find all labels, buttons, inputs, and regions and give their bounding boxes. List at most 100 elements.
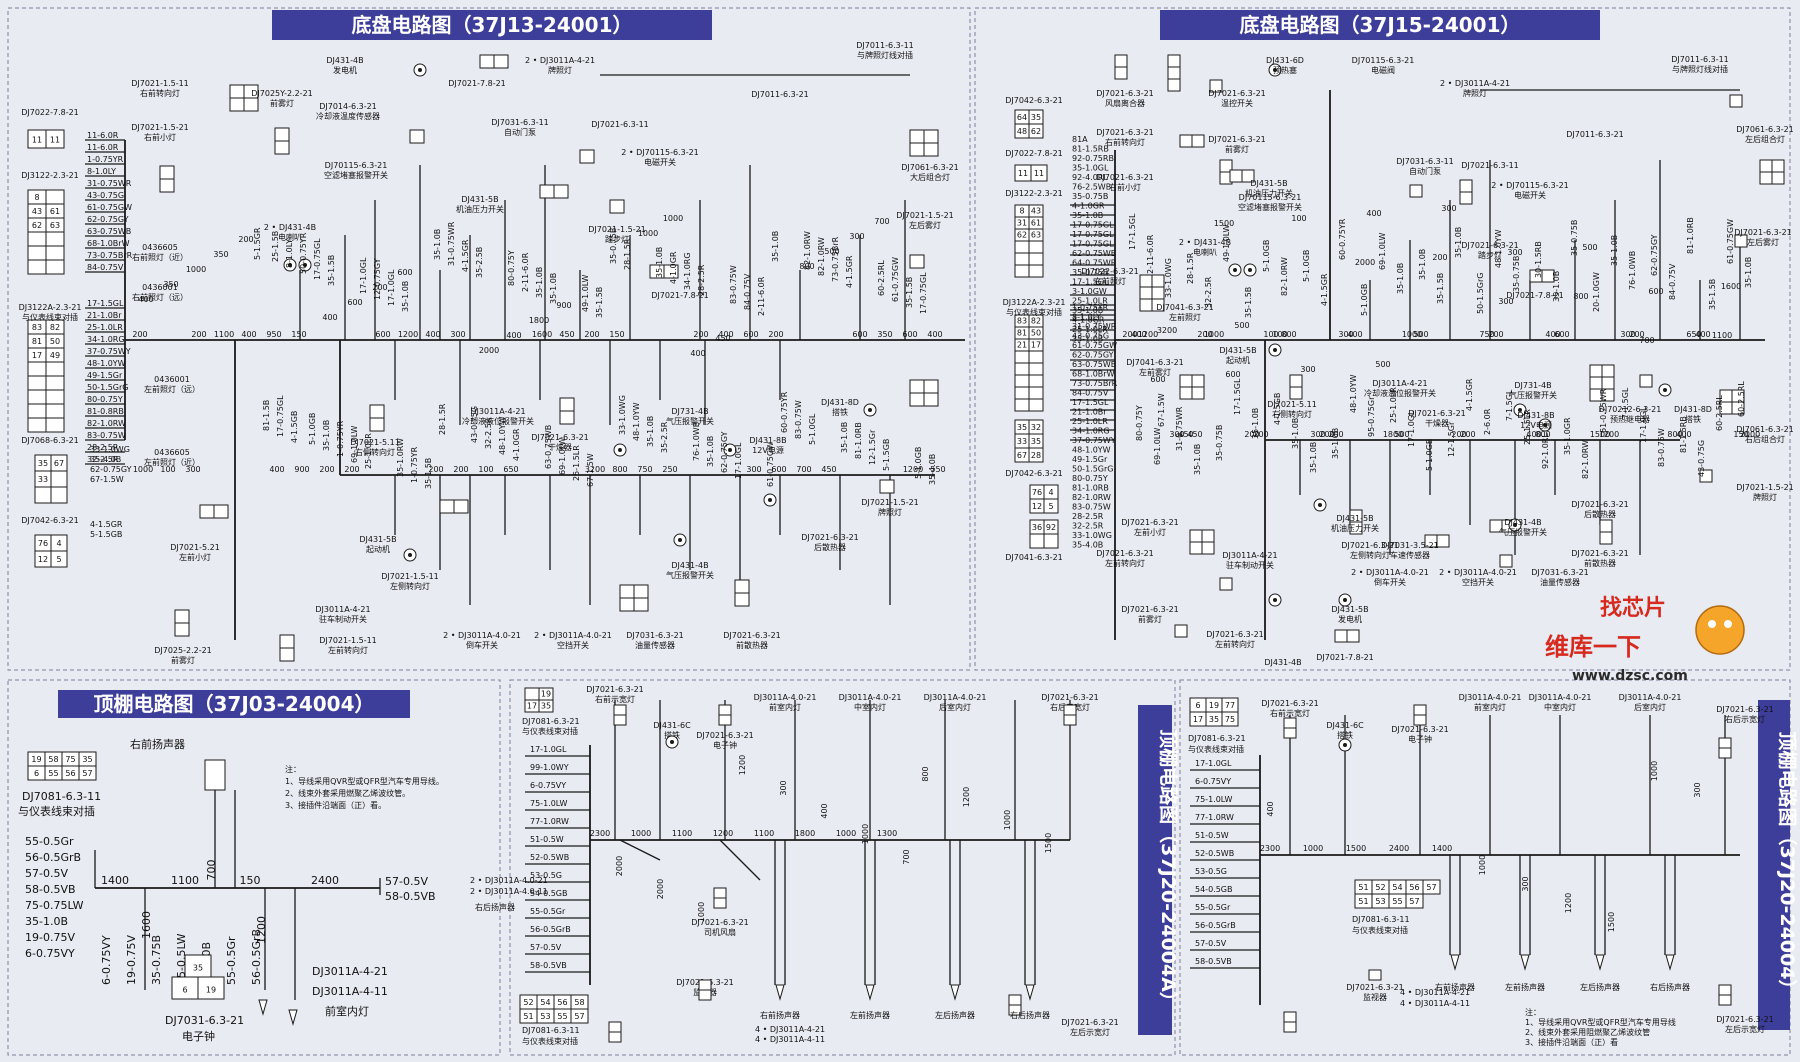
component-code: DJ7021-6.3-21	[1571, 500, 1629, 509]
wire-label: 54-0.5GB	[530, 889, 567, 898]
length-label: 3200	[585, 465, 605, 474]
pin-number: 6	[182, 985, 187, 994]
connector-pin	[199, 504, 215, 519]
wire-label: 52-0.5WB	[530, 853, 569, 862]
component-code: 4 • DJ3011A-4-21	[755, 1025, 825, 1034]
component-caption: 电磁开关	[1514, 190, 1546, 200]
speaker-icon	[1520, 954, 1530, 971]
speaker-icon	[1025, 984, 1035, 1001]
length-label: 250	[662, 465, 677, 474]
mascot-icon	[1695, 605, 1745, 655]
wire-label: 32-2.5R	[87, 455, 119, 464]
length-label: 600	[771, 465, 786, 474]
length-label: 700	[796, 465, 811, 474]
component-caption: 左侧转向灯	[390, 581, 430, 591]
connector	[1409, 184, 1423, 198]
lamp-core-icon	[670, 740, 674, 744]
component-code: DJ7021-6.3-21	[1341, 541, 1399, 550]
length-label: 1000	[1478, 855, 1487, 875]
connector-pin	[1283, 1021, 1297, 1033]
connector	[1718, 984, 1732, 1006]
wire-label: 67-1.5W	[586, 453, 595, 487]
connector-pin	[1283, 1011, 1297, 1023]
pin-number: 92	[1046, 523, 1056, 532]
connector-pin	[609, 199, 625, 214]
length-label: 200	[768, 330, 783, 339]
connector-pin	[1063, 704, 1077, 716]
wire-label: 5-1.0GB	[914, 447, 923, 479]
length-label: 200	[1328, 430, 1343, 439]
connector-pin	[1167, 78, 1181, 92]
wire-label: 35-1.5B	[1244, 287, 1253, 318]
length-label: 300	[1300, 365, 1315, 374]
connector-pin	[27, 417, 47, 433]
wire-label: 53-0.5G	[530, 871, 562, 880]
wire-label: 35-4.0B	[90, 455, 121, 464]
connector	[1529, 269, 1555, 283]
connector-pin	[1718, 737, 1732, 749]
component-caption: 温控开关	[1221, 98, 1253, 108]
wire-label: 8-1.0LY	[1072, 313, 1101, 322]
wire-label: 25-1.0LR	[1072, 417, 1108, 426]
component-caption: 12V电源	[1520, 420, 1552, 430]
pin-number: 12	[38, 555, 48, 564]
connector-pin	[1759, 171, 1773, 185]
connector	[1459, 179, 1473, 205]
pin-number: 6	[34, 769, 39, 778]
component-code: DJ7021-6.3-21	[1096, 549, 1154, 558]
component-caption: 油量传感器	[635, 640, 675, 650]
wire-label: 80-0.75Y	[87, 395, 123, 404]
wire-label: 4-1.5GR	[1320, 273, 1329, 306]
length-label: 650	[1686, 330, 1701, 339]
pin-number: 58	[574, 998, 584, 1007]
wire-label: 6-0.75VY	[25, 947, 75, 960]
wire-label: 35-1.0B	[1331, 428, 1340, 459]
wire-label: 81-1.0RB	[854, 422, 863, 459]
component-caption: 前雾灯	[171, 655, 195, 665]
wire-label: 4-1.5GR	[461, 239, 470, 272]
connector	[1179, 374, 1205, 400]
connector-pin	[1189, 541, 1203, 555]
wire-label: 48-1.0YW	[1494, 229, 1503, 268]
component-code: DJ7022-7.8-21	[1005, 149, 1063, 158]
length-label: 200	[372, 283, 387, 292]
wire-label: 17-1.5GL	[1072, 278, 1109, 287]
wire-label: 35-2.5B	[475, 247, 484, 278]
wire-label: 61-0.75GW	[766, 442, 775, 487]
length-label: 800	[1535, 430, 1550, 439]
wire-label: 35-1.0B	[433, 229, 442, 260]
length-label: 900	[556, 301, 571, 310]
length-label: 1500	[1607, 912, 1616, 932]
pin-number: 57	[1409, 897, 1419, 906]
connector	[619, 584, 649, 612]
wire-label: 84-0.75V	[743, 273, 752, 310]
length-label: 500	[1582, 243, 1597, 252]
connector-pin	[1209, 79, 1223, 93]
banner-chassis-b	[1160, 10, 1600, 40]
length-label: 1100	[214, 330, 234, 339]
component-caption: 空滤堵塞报警开关	[324, 170, 388, 180]
component-caption: 驻车制动开关	[319, 614, 367, 624]
length-label: 150	[291, 330, 306, 339]
connector-pin	[1191, 374, 1205, 388]
connector-pin	[1413, 704, 1427, 716]
component-code: DJ7021-6.3-11	[591, 120, 649, 129]
wire-label: 17-1.0GL	[387, 269, 396, 306]
connector	[1639, 374, 1653, 388]
wire-label: 82-1.0RW	[817, 237, 826, 276]
speaker-icon	[1450, 954, 1460, 971]
